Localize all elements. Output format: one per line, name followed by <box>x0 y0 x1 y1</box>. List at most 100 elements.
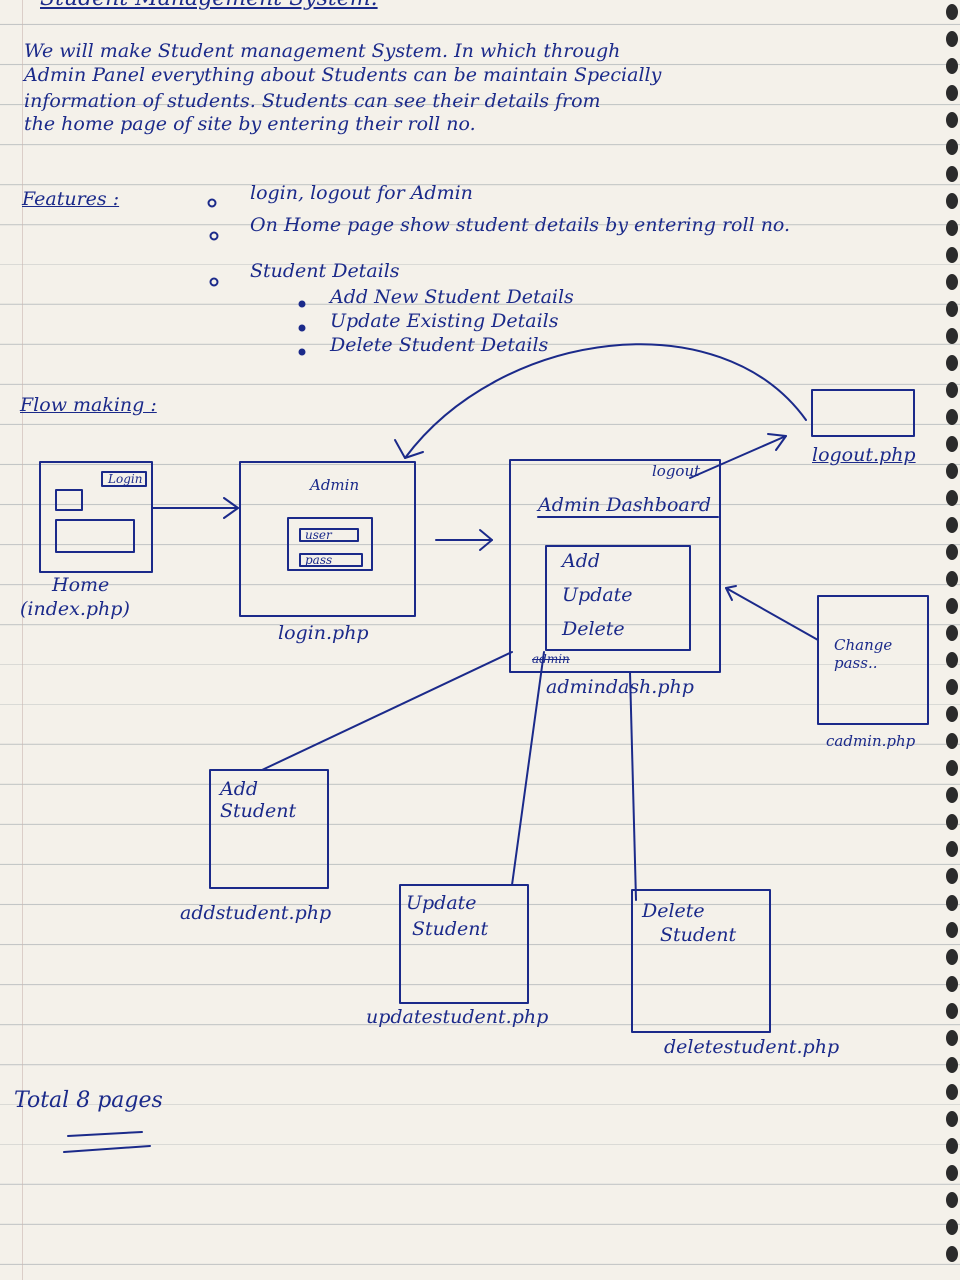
spiral-hole <box>946 463 958 479</box>
spiral-hole <box>946 544 958 560</box>
dashboard-box <box>509 459 721 673</box>
spiral-binding <box>946 4 958 1262</box>
dashboard-menu-delete: Delete <box>562 618 625 640</box>
spiral-hole <box>946 1030 958 1046</box>
change-pass-text: Change pass.. <box>834 636 893 672</box>
spiral-hole <box>946 1138 958 1154</box>
change-pass-box <box>817 595 929 725</box>
spiral-hole <box>946 4 958 20</box>
connector-add <box>261 651 513 771</box>
intro-line-2: Admin Panel everything about Students ca… <box>24 64 662 86</box>
login-file: login.php <box>278 622 369 644</box>
spiral-hole <box>946 1111 958 1127</box>
margin-line <box>22 0 23 1280</box>
home-small-rect <box>55 489 83 511</box>
add-student-file: addstudent.php <box>180 902 332 924</box>
login-fields-box <box>287 517 373 571</box>
delete-student-box <box>631 889 771 1033</box>
login-pass-label: pass <box>305 553 333 567</box>
spiral-hole <box>946 409 958 425</box>
spiral-hole <box>946 274 958 290</box>
spiral-hole <box>946 841 958 857</box>
total-underline-1 <box>67 1131 143 1137</box>
spiral-hole <box>946 139 958 155</box>
flow-heading: Flow making : <box>20 394 157 416</box>
add-student-title-1: Add <box>220 778 259 800</box>
spiral-hole <box>946 706 958 722</box>
spiral-hole <box>946 1084 958 1100</box>
home-login-tag-label: Login <box>108 472 143 486</box>
home-input-rect <box>55 519 135 553</box>
spiral-hole <box>946 679 958 695</box>
dashboard-menu-update: Update <box>562 584 633 606</box>
spiral-hole <box>946 814 958 830</box>
spiral-hole <box>946 166 958 182</box>
spiral-hole <box>946 328 958 344</box>
sub-bullet-1 <box>298 300 306 308</box>
home-file: (index.php) <box>20 598 130 620</box>
spiral-hole <box>946 355 958 371</box>
feature-item-1: login, logout for Admin <box>250 182 473 204</box>
spiral-hole <box>946 58 958 74</box>
spiral-hole <box>946 949 958 965</box>
spiral-hole <box>946 1165 958 1181</box>
feature-item-3: Student Details <box>250 260 400 282</box>
change-pass-file: cadmin.php <box>826 732 916 750</box>
spiral-hole <box>946 85 958 101</box>
feature-sub-item-1: Add New Student Details <box>330 286 574 308</box>
home-box <box>39 461 153 573</box>
page-title: Student Management System. <box>40 0 378 11</box>
spiral-hole <box>946 598 958 614</box>
dashboard-logout-label: logout <box>652 462 701 480</box>
spiral-hole <box>946 760 958 776</box>
spiral-hole <box>946 625 958 641</box>
feature-bullet-1 <box>207 198 217 208</box>
intro-line-3: information of students. Students can se… <box>24 90 601 112</box>
spiral-hole <box>946 301 958 317</box>
spiral-hole <box>946 112 958 128</box>
spiral-hole <box>946 733 958 749</box>
login-user-field <box>299 528 359 542</box>
feature-sub-item-3: Delete Student Details <box>330 334 549 356</box>
features-heading: Features : <box>22 188 120 210</box>
login-user-label: user <box>305 528 332 542</box>
spiral-hole <box>946 571 958 587</box>
spiral-hole <box>946 193 958 209</box>
spiral-hole <box>946 1057 958 1073</box>
update-student-file: updatestudent.php <box>366 1006 549 1028</box>
login-title: Admin <box>310 476 360 494</box>
add-student-box <box>209 769 329 889</box>
spiral-hole <box>946 1219 958 1235</box>
update-student-title-1: Update <box>406 892 477 914</box>
login-box <box>239 461 416 617</box>
delete-student-file: deletestudent.php <box>664 1036 840 1058</box>
total-underline-2 <box>63 1145 151 1153</box>
arrow-logout <box>689 435 787 479</box>
spiral-hole <box>946 976 958 992</box>
dashboard-file: admindash.php <box>546 676 694 698</box>
connector-update <box>511 651 545 886</box>
spiral-hole <box>946 787 958 803</box>
spiral-hole <box>946 220 958 236</box>
intro-line-4: the home page of site by entering their … <box>24 113 476 135</box>
home-login-tag <box>101 471 147 487</box>
feature-bullet-2 <box>209 231 219 241</box>
spiral-hole <box>946 247 958 263</box>
arrow-changepass-to-dashboard <box>725 587 819 641</box>
arrow-logout-to-login <box>404 343 807 459</box>
logout-page-box <box>811 389 915 437</box>
login-pass-field <box>299 553 363 567</box>
spiral-hole <box>946 517 958 533</box>
spiral-hole <box>946 1192 958 1208</box>
total-pages: Total 8 pages <box>14 1088 163 1113</box>
spiral-hole <box>946 1246 958 1262</box>
feature-item-2: On Home page show student details by ent… <box>250 214 791 236</box>
update-student-box <box>399 884 529 1004</box>
logout-file: logout.php <box>812 444 916 466</box>
dashboard-admin-mark: admin <box>532 652 570 666</box>
add-student-title-2: Student <box>220 800 297 822</box>
update-student-title-2: Student <box>412 918 489 940</box>
spiral-hole <box>946 922 958 938</box>
